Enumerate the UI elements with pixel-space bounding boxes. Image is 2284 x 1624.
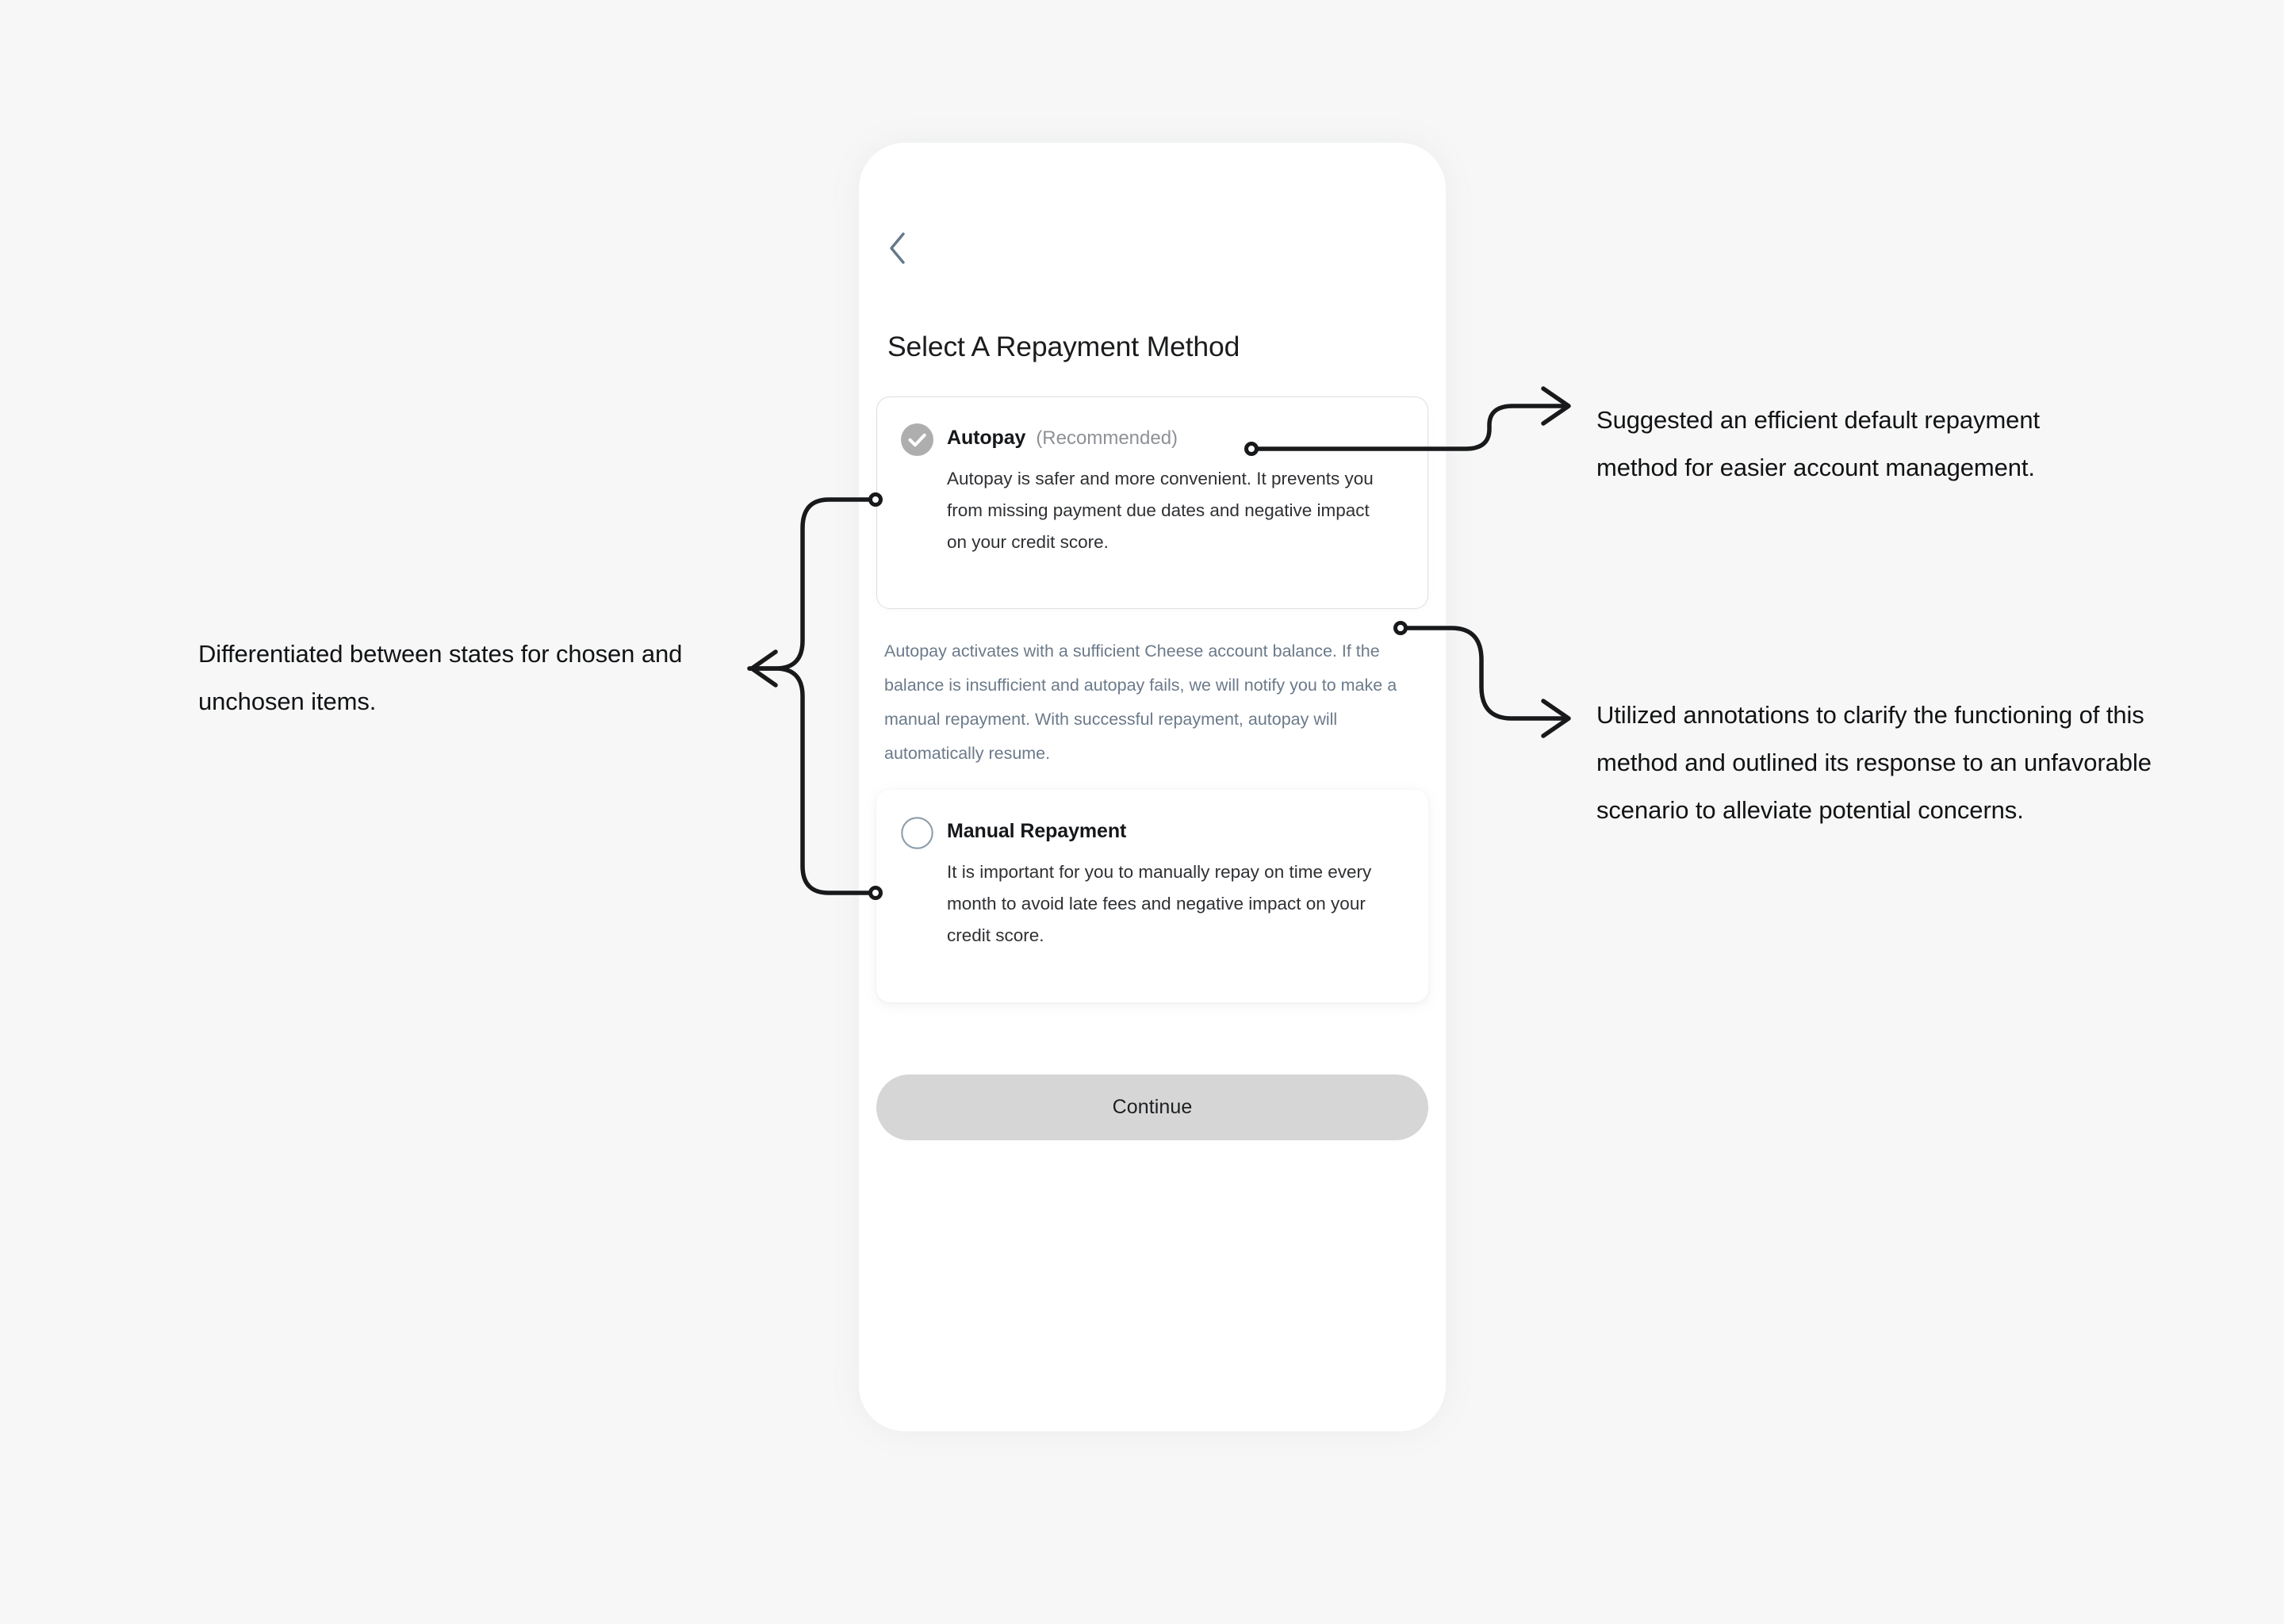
option-card-manual[interactable]: Manual Repayment It is important for you… <box>876 790 1428 1002</box>
continue-button[interactable]: Continue <box>876 1074 1428 1140</box>
option-header: Autopay (Recommended) <box>901 423 1404 456</box>
option-header-text: Manual Repayment <box>947 816 1136 843</box>
phone-screen: Select A Repayment Method Autopay <box>859 143 1446 1431</box>
option-header: Manual Repayment <box>901 816 1404 849</box>
option-recommended-badge: (Recommended) <box>1036 427 1178 449</box>
check-circle-filled-icon[interactable] <box>901 423 933 456</box>
option-header-text: Autopay (Recommended) <box>947 423 1178 450</box>
option-inner: Manual Repayment It is important for you… <box>877 791 1428 952</box>
option-title: Autopay <box>947 427 1026 449</box>
annotation-left-text: Differentiated between states for chosen… <box>198 640 683 715</box>
option-description: Autopay is safer and more convenient. It… <box>947 469 1374 552</box>
option-title: Manual Repayment <box>947 820 1127 842</box>
page-title: Select A Repayment Method <box>887 331 1240 362</box>
autopay-note: Autopay activates with a sufficient Chee… <box>884 642 1397 763</box>
radio-unchecked-icon[interactable] <box>901 817 933 849</box>
option-card-autopay[interactable]: Autopay (Recommended) Autopay is safer a… <box>876 396 1428 609</box>
phone-frame: Select A Repayment Method Autopay <box>859 143 1446 1431</box>
annotation-right-bottom-text: Utilized annotations to clarify the func… <box>1596 701 2152 824</box>
chevron-left-icon <box>887 231 907 266</box>
option-description: It is important for you to manually repa… <box>947 862 1372 945</box>
option-inner: Autopay (Recommended) Autopay is safer a… <box>877 397 1428 558</box>
annotation-right-top-text: Suggested an efficient default repayment… <box>1596 406 2040 481</box>
back-button[interactable] <box>887 226 931 270</box>
